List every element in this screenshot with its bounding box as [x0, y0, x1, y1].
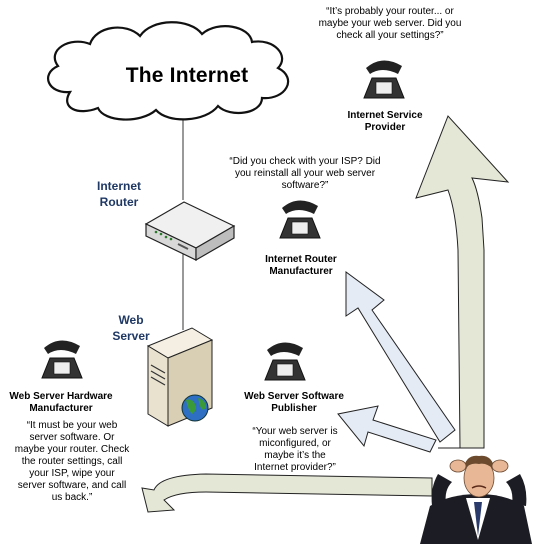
- contact-name-line-2: Publisher: [271, 403, 317, 414]
- quote-line: “It must be your web: [26, 420, 118, 431]
- hardware-maker-quote: “It must be your web server software. Or…: [2, 420, 142, 504]
- quote-line: your ISP, wipe your: [29, 468, 115, 479]
- router-label-line-2: Router: [99, 195, 139, 209]
- cloud-label: The Internet: [125, 64, 249, 87]
- arrow-to-router-maker: [345, 271, 456, 443]
- quote-line: “Did you check with your ISP? Did: [229, 156, 381, 167]
- isp-quote: “It’s probably your router... or maybe y…: [290, 6, 490, 42]
- globe-icon: [181, 394, 209, 422]
- frustrated-person-icon: [420, 455, 532, 544]
- quote-line: the router settings, call: [21, 456, 123, 467]
- telephone-icon: [363, 60, 405, 99]
- contact-name-line-2: Provider: [364, 122, 406, 133]
- quote-line: maybe your web server. Did you: [318, 18, 462, 29]
- isp-name: Internet Service Provider: [330, 110, 440, 134]
- quote-line: us back.”: [51, 492, 93, 503]
- telephone-icon: [264, 342, 306, 381]
- router-maker-name: Internet Router Manufacturer: [246, 254, 356, 278]
- quote-line: maybe your router. Check: [14, 444, 130, 455]
- quote-line: you reinstall all your web server: [234, 168, 376, 179]
- quote-line: “Your web server is: [252, 426, 338, 437]
- quote-line: software?”: [281, 180, 329, 191]
- quote-line: miconfigured, or: [259, 438, 331, 449]
- contact-name-line-1: Internet Router: [265, 254, 337, 265]
- contact-name-line-1: Internet Service: [347, 110, 423, 121]
- quote-line: check all your settings?”: [336, 30, 444, 41]
- router-label: Internet Router: [86, 178, 152, 210]
- server-label-line-1: Web: [118, 313, 144, 327]
- arrow-to-isp: [415, 115, 510, 449]
- software-publisher-quote: “Your web server is miconfigured, or may…: [230, 426, 360, 474]
- quote-line: server software. Or: [29, 432, 115, 443]
- contact-name-line-2: Manufacturer: [29, 403, 93, 414]
- contact-name-line-1: Web Server Software: [244, 391, 344, 402]
- server-label: Web Server: [106, 312, 156, 344]
- arrow-to-software-publisher: [337, 405, 437, 453]
- software-publisher-name: Web Server Software Publisher: [234, 391, 354, 415]
- contact-name-line-2: Manufacturer: [269, 266, 333, 277]
- hardware-maker-name: Web Server Hardware Manufacturer: [2, 391, 120, 415]
- quote-line: maybe it’s the: [264, 450, 326, 461]
- contact-name-line-1: Web Server Hardware: [9, 391, 113, 402]
- arrow-to-hardware-maker: [141, 473, 433, 513]
- quote-line: “It’s probably your router... or: [326, 6, 454, 17]
- router-icon: [144, 201, 236, 262]
- quote-line: server software, and call: [17, 480, 127, 491]
- cloud-icon: [47, 21, 290, 121]
- telephone-icon: [279, 200, 321, 239]
- server-label-line-2: Server: [112, 329, 150, 343]
- router-maker-quote: “Did you check with your ISP? Did you re…: [210, 156, 400, 192]
- router-label-line-1: Internet: [96, 179, 141, 193]
- quote-line: Internet provider?”: [254, 462, 336, 473]
- telephone-icon: [41, 340, 83, 379]
